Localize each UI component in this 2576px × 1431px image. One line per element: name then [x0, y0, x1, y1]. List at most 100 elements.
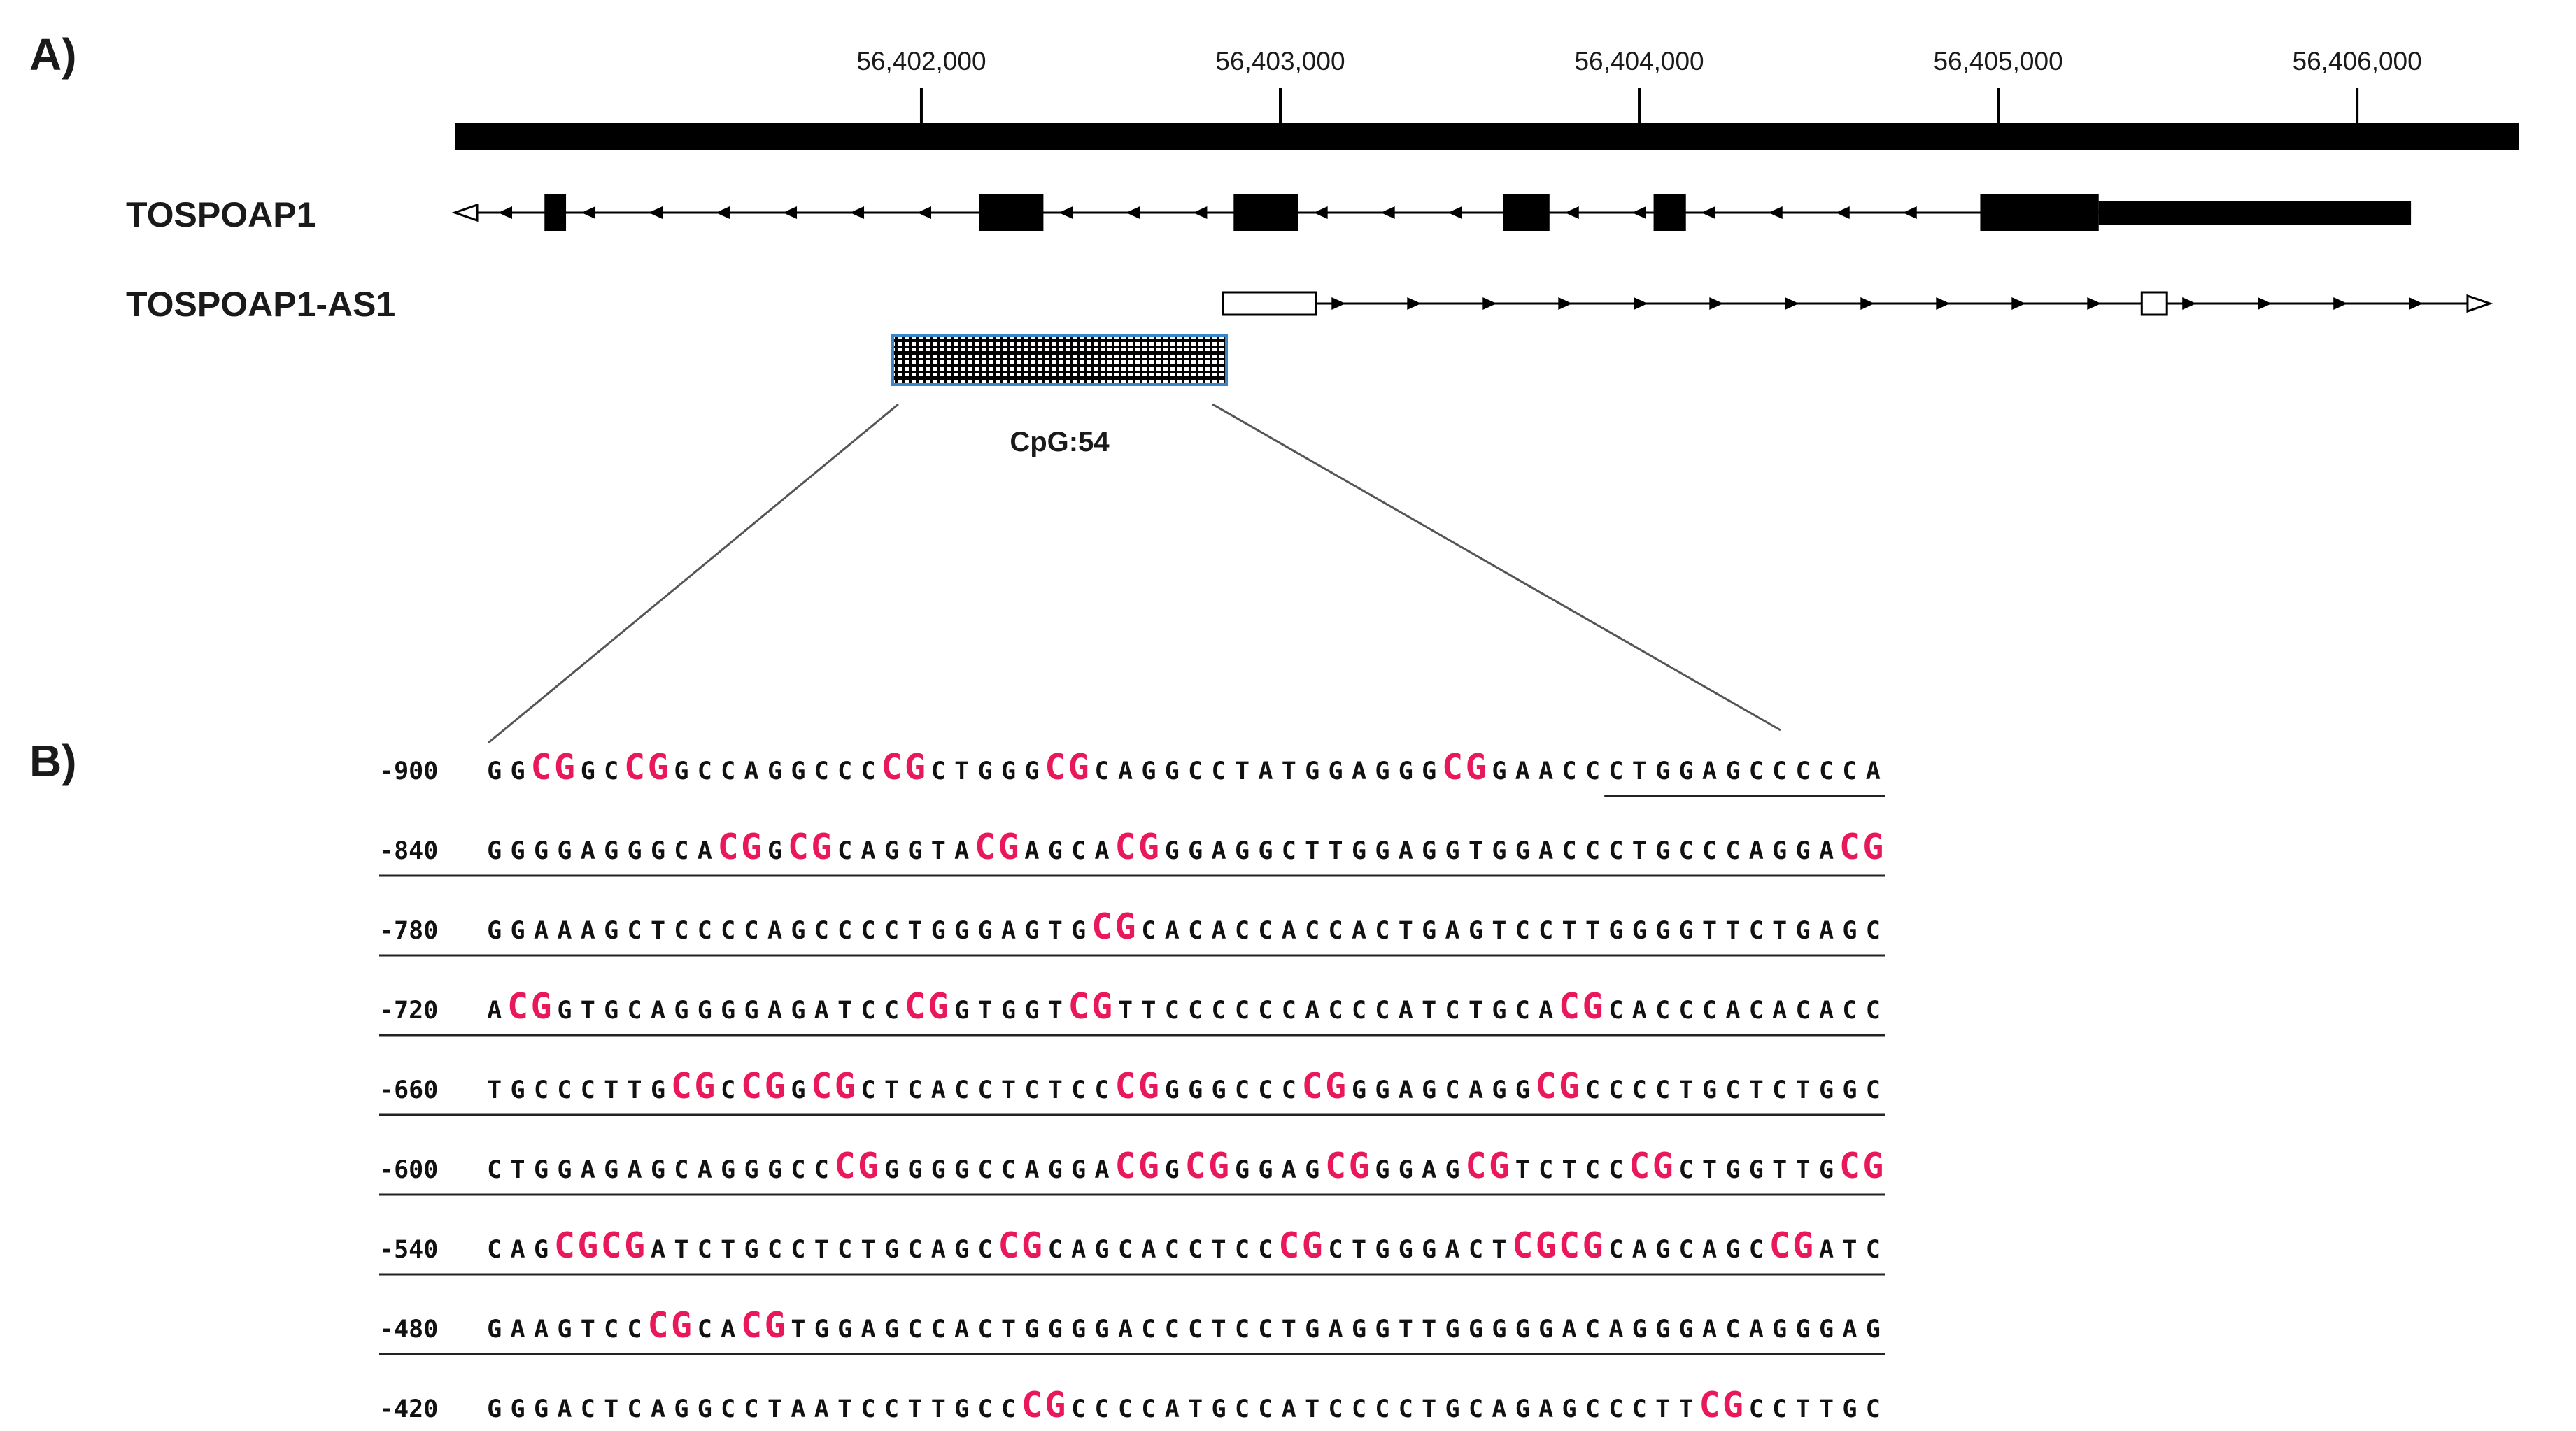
sequence-base: G	[1048, 1316, 1063, 1344]
sequence-base: G	[604, 917, 618, 945]
sequence-base: C	[1235, 917, 1250, 945]
sequence-base: G	[1492, 757, 1506, 785]
sequence-position-label: -660	[379, 1076, 438, 1104]
sequence-base: C	[1632, 1076, 1647, 1104]
sequence-base: G	[767, 757, 782, 785]
sequence-base: C	[1235, 1076, 1250, 1104]
cpg-dinucleotide-base: G	[1138, 1146, 1159, 1186]
cpg-dinucleotide-base: C	[1559, 1225, 1580, 1266]
cpg-dinucleotide-base: G	[671, 1305, 692, 1346]
sequence-base: G	[1375, 1316, 1389, 1344]
sequence-base: G	[511, 917, 525, 945]
cpg-dinucleotide-base: C	[1325, 1146, 1346, 1186]
sequence-base: T	[1048, 997, 1063, 1025]
sequence-base: C	[1772, 1395, 1787, 1423]
sequence-base: G	[1725, 757, 1740, 785]
sequence-base: C	[1165, 1316, 1180, 1344]
sequence-base: C	[1585, 1156, 1600, 1184]
sequence-base: G	[1492, 997, 1506, 1025]
cpg-island-box	[891, 334, 1229, 386]
cpg-dinucleotide-base: C	[1839, 827, 1860, 867]
cpg-dinucleotide-base: G	[1138, 1066, 1159, 1106]
sequence-base: G	[1655, 837, 1670, 865]
sequence-base: C	[1118, 1395, 1133, 1423]
sequence-base: A	[1866, 757, 1881, 785]
sequence-base: A	[1141, 1236, 1156, 1264]
sequence-base: C	[837, 837, 852, 865]
sequence-base: G	[1258, 1156, 1273, 1184]
sequence-base: A	[744, 757, 759, 785]
sequence-base: T	[1749, 1076, 1764, 1104]
sequence-base: C	[814, 757, 829, 785]
sequence-base: G	[1212, 1395, 1226, 1423]
sequence-base: G	[837, 1316, 852, 1344]
coding-exon	[544, 194, 567, 231]
cpg-dinucleotide-base: C	[1114, 1146, 1135, 1186]
sequence-base: A	[1562, 1316, 1577, 1344]
sequence-base: G	[744, 1236, 759, 1264]
sequence-base: A	[1702, 1236, 1717, 1264]
noncoding-exon	[1222, 291, 1317, 316]
sequence-base: C	[1305, 917, 1319, 945]
sequence-base: C	[1445, 1076, 1460, 1104]
sequence-base: C	[1165, 1236, 1180, 1264]
sequence-base: C	[1329, 1236, 1343, 1264]
sequence-base: G	[1375, 1236, 1389, 1264]
sequence-base: T	[1819, 1395, 1834, 1423]
cpg-dinucleotide-base: G	[764, 1066, 785, 1106]
sequence-base: C	[978, 1076, 993, 1104]
sequence-base: G	[1445, 1156, 1460, 1184]
sequence-base: C	[1071, 1076, 1086, 1104]
sequence-base: C	[861, 997, 876, 1025]
sequence-base: C	[1679, 1156, 1694, 1184]
sequence-base: C	[1842, 997, 1857, 1025]
coding-exon	[979, 194, 1044, 231]
sequence-base: C	[1329, 1395, 1343, 1423]
sequence-base: C	[1188, 1316, 1203, 1344]
sequence-base: A	[651, 997, 665, 1025]
sequence-base: T	[1842, 1236, 1857, 1264]
sequence-base: A	[1819, 917, 1834, 945]
sequence-base: A	[1632, 997, 1647, 1025]
coding-exon	[1653, 194, 1686, 231]
gene-end-arrow	[451, 203, 479, 222]
sequence-base: A	[1842, 1316, 1857, 1344]
sequence-base: G	[1305, 1156, 1319, 1184]
sequence-base: C	[814, 917, 829, 945]
sequence-base: T	[1632, 757, 1647, 785]
cpg-dinucleotide-base: G	[1208, 1146, 1229, 1186]
sequence-base: G	[1445, 1395, 1460, 1423]
sequence-base: T	[1772, 917, 1787, 945]
sequence-base: C	[1725, 837, 1740, 865]
sequence-base: C	[1071, 1395, 1086, 1423]
sequence-base: A	[1749, 1316, 1764, 1344]
sequence-base: C	[1585, 1395, 1600, 1423]
sequence-base: G	[1399, 757, 1413, 785]
gene-name-label: TOSPOAP1-AS1	[126, 285, 395, 324]
sequence-base: C	[1866, 1236, 1881, 1264]
strand-arrow	[1448, 206, 1462, 219]
sequence-base: G	[954, 1395, 969, 1423]
sequence-base: G	[1095, 1316, 1110, 1344]
zoom-line-left	[488, 403, 899, 744]
sequence-base: G	[744, 1156, 759, 1184]
ruler-tick-label: 56,403,000	[1215, 47, 1345, 76]
sequence-base: C	[1258, 917, 1273, 945]
sequence-base: G	[1235, 837, 1250, 865]
sequence-base: C	[884, 1395, 899, 1423]
sequence-base: C	[1141, 1395, 1156, 1423]
sequence-base: G	[1235, 1156, 1250, 1184]
sequence-base: C	[1562, 757, 1577, 785]
sequence-base: A	[1538, 757, 1553, 785]
sequence-base: C	[1258, 1076, 1273, 1104]
sequence-base: T	[1212, 1316, 1226, 1344]
cpg-dinucleotide-base: G	[1045, 1385, 1066, 1425]
cpg-dinucleotide-base: C	[1536, 1066, 1557, 1106]
sequence-base: G	[1422, 837, 1436, 865]
sequence-base: C	[628, 1316, 642, 1344]
sequence-base: A	[1445, 1236, 1460, 1264]
sequence-base: G	[931, 917, 946, 945]
sequence-base: A	[1399, 837, 1413, 865]
panel-b-label: B)	[29, 736, 77, 786]
